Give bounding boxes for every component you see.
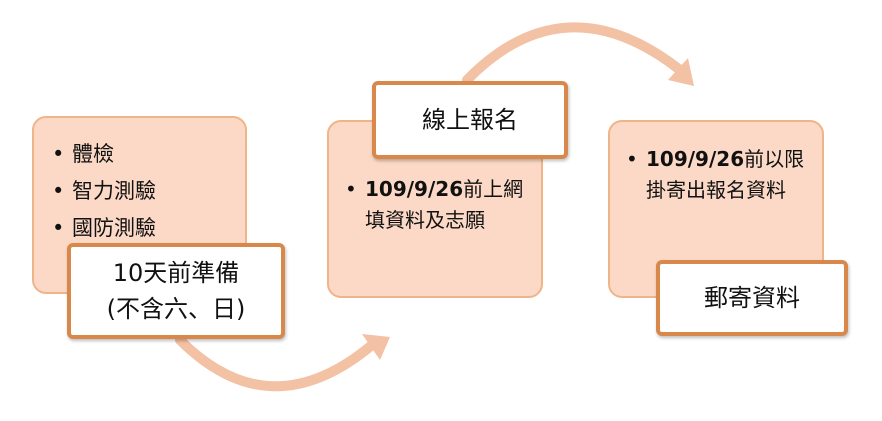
step-1-label-line-1: 10天前準備 xyxy=(112,259,240,287)
step-2-label-text: 線上報名 xyxy=(422,106,518,134)
deadline-date: 109/9/26 xyxy=(646,147,745,171)
step-2-label: 線上報名 xyxy=(372,81,568,159)
step-1-label-line-2: (不含六、日) xyxy=(106,295,246,323)
list-item: 體檢 xyxy=(50,136,156,173)
list-item: 109/9/26前以限掛寄出報名資料 xyxy=(624,144,814,206)
curved-arrow-up-icon xyxy=(175,334,390,392)
curved-arrow-down-icon xyxy=(462,22,694,86)
step-3-bullet-list: 109/9/26前以限掛寄出報名資料 xyxy=(624,144,814,206)
list-item: 智力測驗 xyxy=(50,173,156,210)
step-2-bullet-list: 109/9/26前上網填資料及志願 xyxy=(343,174,533,236)
step-1-label: 10天前準備 (不含六、日) xyxy=(67,243,285,339)
step-3-label: 郵寄資料 xyxy=(656,260,848,336)
step-3-label-text: 郵寄資料 xyxy=(704,284,800,312)
deadline-date: 109/9/26 xyxy=(365,177,464,201)
step-1-bullet-list: 體檢 智力測驗 國防測驗 xyxy=(50,136,156,247)
list-item: 國防測驗 xyxy=(50,210,156,247)
list-item: 109/9/26前上網填資料及志願 xyxy=(343,174,533,236)
